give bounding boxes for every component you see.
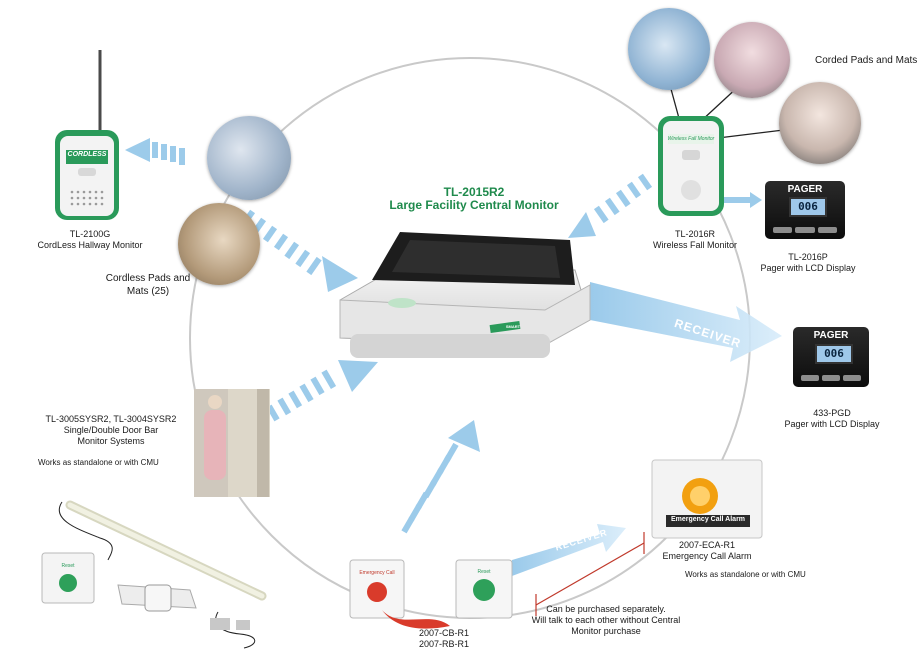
- pager-433pgd: PAGER 006: [793, 327, 869, 387]
- call-alarm-name: Emergency Call Alarm: [662, 551, 752, 561]
- call-alarm-sign-strip: [666, 515, 750, 527]
- hallway-monitor-name: CordLess Hallway Monitor: [37, 240, 143, 250]
- corded-pads-label: Corded Pads and Mats: [815, 55, 918, 66]
- cordless-pad-chair-photo: [178, 203, 260, 285]
- pager-lcd: 006: [815, 344, 853, 364]
- fall-monitor-label: TL-2016R Wireless Fall Monitor: [632, 229, 758, 251]
- buttons-model-2: 2007-RB-R1: [418, 639, 470, 649]
- purchase-bracket: [535, 532, 645, 616]
- receiver-arrow-small: [512, 524, 626, 576]
- fall-monitor-device: [658, 77, 801, 216]
- central-monitor-model: TL-2015R2: [443, 185, 505, 199]
- door-reset-button: [59, 574, 77, 592]
- purchase-note: Can be purchased separately. Will talk t…: [526, 604, 686, 637]
- call-alarm-note: Works as standalone or with CMU: [685, 570, 806, 579]
- purchase-note-line-2: Will talk to each other without Central: [531, 615, 681, 625]
- call-alarm-sign: Emergency Call Alarm: [670, 516, 746, 523]
- door-reset-box-label: Reset: [61, 563, 75, 569]
- fall-monitor-model: TL-2016R: [674, 229, 716, 239]
- hallway-monitor-model: TL-2100G: [69, 229, 111, 239]
- purchase-note-line-3: Monitor purchase: [571, 626, 641, 636]
- door-bar-device: [58, 500, 267, 649]
- fall-monitor-name: Wireless Fall Monitor: [652, 240, 737, 250]
- door-bar-note: Works as standalone or with CMU: [38, 458, 159, 467]
- reset-button: [473, 579, 495, 601]
- corded-floor-mat-photo: [779, 82, 861, 164]
- pull-cord: [382, 610, 450, 629]
- buttons-model-1: 2007-CB-R1: [418, 628, 470, 638]
- signal-arrow-fall-monitor: [568, 173, 653, 238]
- door-bar-name2: Monitor Systems: [77, 436, 145, 446]
- central-monitor-title: TL-2015R2 Large Facility Central Monitor: [388, 186, 560, 212]
- signal-arrow-pager: [722, 192, 762, 208]
- buttons-label: 2007-CB-R1 2007-RB-R1: [404, 628, 484, 650]
- emergency-call-box-label: Emergency Call: [359, 570, 395, 576]
- hallway-monitor-label: TL-2100G CordLess Hallway Monitor: [20, 229, 160, 251]
- pager-2016p: PAGER 006: [765, 181, 845, 239]
- call-alarm-model: 2007-ECA-R1: [678, 540, 736, 550]
- door-bar-model: TL-3005SYSR2, TL-3004SYSR2: [45, 414, 177, 424]
- brand-logo: SMART: [505, 324, 521, 329]
- reset-box-label: Reset: [477, 569, 491, 575]
- receiver-arrow-main: [590, 282, 782, 362]
- door-bar-name: Single/Double Door Bar: [63, 425, 159, 435]
- cordless-pads-name: Cordless Pads and Mats (25): [105, 273, 191, 297]
- purchase-note-line-1: Can be purchased separately.: [546, 604, 666, 614]
- corded-pad-bed-photo: [628, 8, 710, 90]
- signal-arrow-buttons: [401, 420, 480, 534]
- pager-2016p-label: TL-2016P Pager with LCD Display: [748, 252, 868, 274]
- pager-header: PAGER: [813, 330, 849, 341]
- fall-monitor-screen-label: Wireless Fall Monitor: [667, 136, 715, 142]
- central-monitor-name: Large Facility Central Monitor: [389, 198, 559, 212]
- door-sensor-unit: [144, 584, 172, 612]
- hallway-monitor-device: [55, 50, 119, 220]
- door-bar-label: TL-3005SYSR2, TL-3004SYSR2 Single/Double…: [38, 414, 184, 447]
- cordless-pad-bed-photo: [207, 116, 291, 200]
- pager-2016p-model: TL-2016P: [788, 252, 828, 262]
- cordless-pads-label: Cordless Pads and Mats (25): [100, 272, 196, 298]
- pager-header: PAGER: [787, 184, 823, 195]
- corded-pad-wheelchair-photo: [714, 22, 790, 98]
- pager-433-name: Pager with LCD Display: [784, 419, 880, 429]
- emergency-call-button: [367, 582, 387, 602]
- pager-lcd: 006: [789, 197, 827, 217]
- call-alarm-label: 2007-ECA-R1 Emergency Call Alarm: [644, 540, 770, 562]
- hallway-monitor-screen-label: CORDLESS: [67, 151, 107, 158]
- pager-2016p-name: Pager with LCD Display: [760, 263, 856, 273]
- signal-arrow-door-bar: [266, 360, 378, 422]
- pager-433-label: 433-PGD Pager with LCD Display: [772, 408, 892, 430]
- signal-arrow-hallway: [125, 138, 185, 165]
- pager-433-model: 433-PGD: [813, 408, 851, 418]
- central-monitor-device: [339, 232, 591, 358]
